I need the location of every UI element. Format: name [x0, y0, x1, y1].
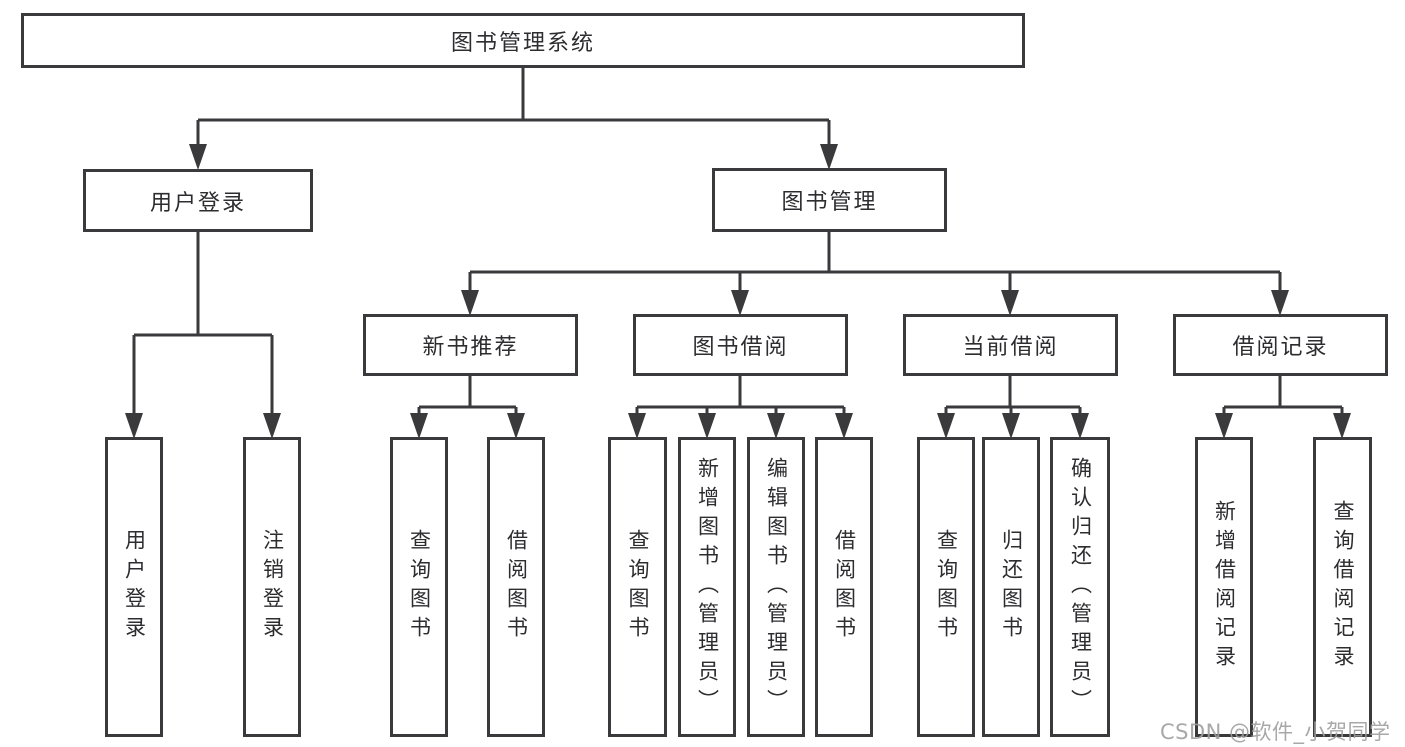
arrowhead	[1002, 413, 1020, 439]
leaf-borrow-books-recommend: 借阅图书	[487, 437, 545, 737]
leaf-add-borrow-record: 新增借阅记录	[1195, 437, 1253, 737]
connector-book-management	[468, 232, 1282, 296]
node-current-borrowing: 当前借阅	[903, 314, 1118, 376]
connector-borrowing-records	[1222, 376, 1344, 419]
arrowhead	[628, 413, 646, 439]
arrowheads	[125, 144, 1351, 439]
arrowhead	[767, 413, 785, 439]
arrowhead	[698, 413, 716, 439]
arrowhead	[410, 413, 428, 439]
leaf-query-borrow-record: 查询借阅记录	[1313, 437, 1372, 737]
leaf-query-books-current: 查询图书	[917, 437, 975, 737]
connector-root	[196, 68, 831, 150]
arrowhead	[507, 413, 525, 439]
leaf-edit-books-admin: 编辑图书（管理员）	[747, 437, 805, 737]
node-book-management: 图书管理	[712, 168, 947, 232]
node-new-book-recommend: 新书推荐	[363, 314, 578, 376]
arrowhead	[731, 290, 749, 316]
arrowhead	[125, 413, 143, 439]
leaf-confirm-return-admin: 确认归还（管理员）	[1050, 437, 1110, 737]
arrowhead	[1001, 290, 1019, 316]
node-borrowing-records: 借阅记录	[1173, 314, 1388, 376]
arrowhead	[189, 144, 207, 170]
connector-user-login	[132, 232, 274, 419]
arrowhead	[1333, 413, 1351, 439]
arrowhead	[937, 413, 955, 439]
arrowhead	[1271, 290, 1289, 316]
leaf-query-books-borrowing: 查询图书	[608, 437, 667, 737]
arrowhead	[820, 144, 838, 170]
connector-new-book-recommend	[417, 376, 518, 419]
node-library-system: 图书管理系统	[21, 13, 1025, 68]
node-user-login: 用户登录	[83, 169, 313, 232]
leaf-borrow-books: 借阅图书	[815, 437, 873, 737]
leaf-add-books-admin: 新增图书（管理员）	[678, 437, 736, 737]
leaf-user-login: 用户登录	[105, 437, 163, 737]
arrowhead	[263, 413, 281, 439]
connector-book-borrowing	[635, 376, 846, 419]
node-book-borrowing: 图书借阅	[633, 314, 848, 376]
leaf-return-books: 归还图书	[982, 437, 1040, 737]
leaf-logout: 注销登录	[243, 437, 301, 737]
arrowhead	[461, 290, 479, 316]
arrowhead	[1071, 413, 1089, 439]
arrowhead	[1215, 413, 1233, 439]
leaf-query-books-recommend: 查询图书	[390, 437, 448, 737]
csdn-watermark: CSDN @软件_小贺同学	[1160, 720, 1391, 744]
connector-current-borrowing	[944, 376, 1082, 419]
arrowhead	[835, 413, 853, 439]
